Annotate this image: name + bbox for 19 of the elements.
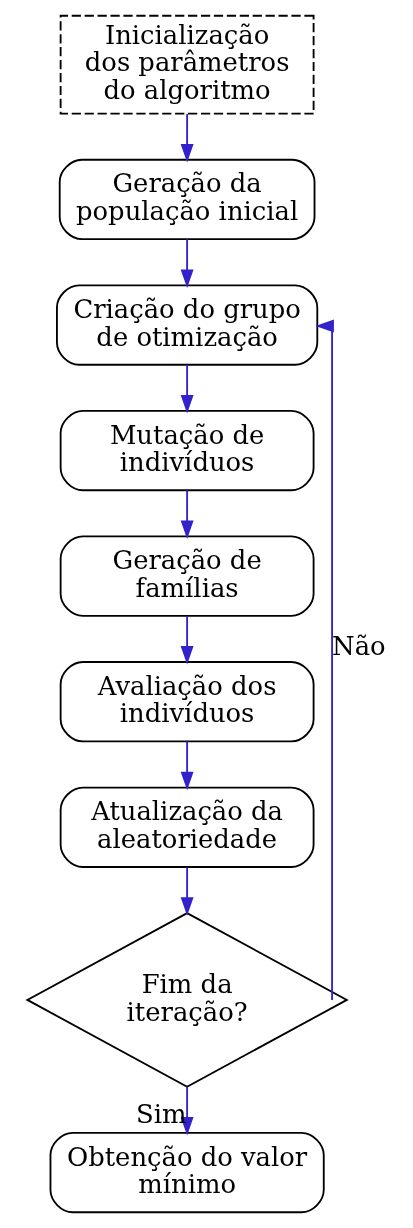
node-box: Geração de famílias [59, 535, 315, 617]
arrow [180, 363, 194, 414]
arrow [180, 489, 194, 540]
node-box: Criação do grupo de otimização [56, 284, 319, 366]
arrow [315, 319, 334, 1001]
arrow [180, 113, 194, 163]
arrow [180, 238, 194, 288]
edge-label: Sim [136, 1099, 187, 1130]
arrow [180, 866, 194, 916]
node-diamond: Fim da iteração? [25, 912, 349, 1088]
node-box: Mutação de indivíduos [59, 409, 315, 492]
node-box: Obtenção do valor mínimo [49, 1131, 325, 1214]
edge-label: Não [332, 631, 386, 662]
node-box: Atualização da aleatoriedade [59, 786, 315, 868]
node-box: Avaliação dos indivíduos [59, 661, 315, 743]
node-box: Geração da população inicial [58, 158, 316, 241]
node-box: Inicialização dos parâmetros do algoritmo [59, 14, 315, 115]
arrow [180, 740, 194, 791]
arrow [180, 614, 194, 665]
